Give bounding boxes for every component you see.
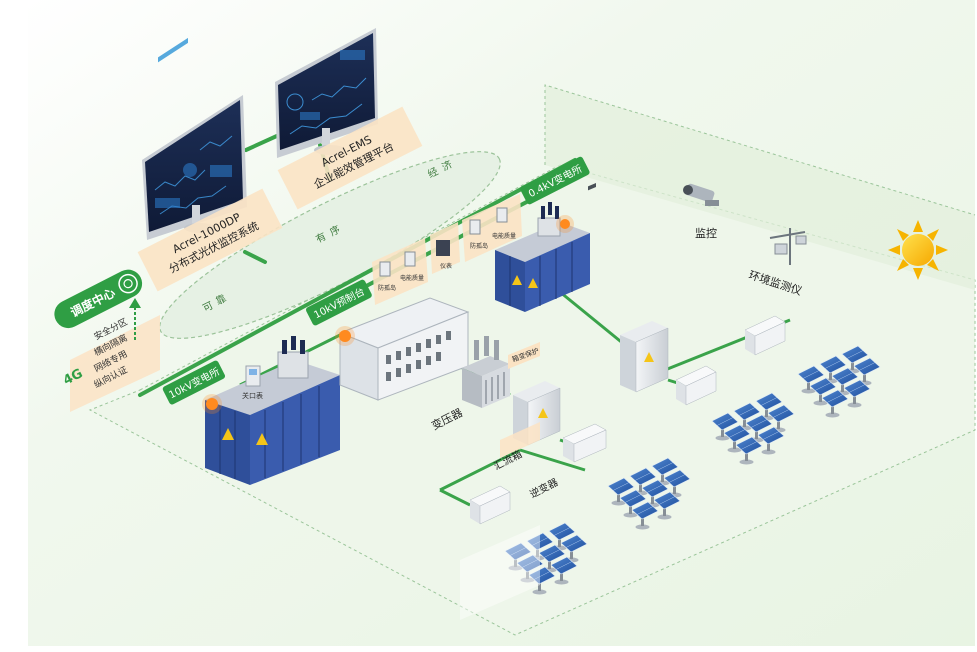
tag-power-quality-1: 电能质量 <box>400 274 424 282</box>
combiner-box-right <box>620 321 669 393</box>
inverter-far-right <box>744 315 786 356</box>
monitor-stand <box>192 205 200 225</box>
solar-panel <box>631 501 659 530</box>
inverter-right-mid <box>675 365 717 406</box>
env-sensor-icon <box>774 243 788 255</box>
monitor-stand <box>322 128 330 148</box>
alarm-light-icon <box>339 330 351 342</box>
transformer: 箱变保护 变压器 <box>429 336 540 433</box>
warning-icon <box>538 408 548 418</box>
tag-antiisland-1: 防孤岛 <box>378 284 396 292</box>
monitoring-wall <box>545 85 975 290</box>
ellipse-label-reliable-1: 可 <box>201 300 215 314</box>
warning-icon <box>256 433 268 445</box>
solar-panel <box>757 426 785 455</box>
warning-icon <box>644 352 654 362</box>
tag-meter: 仪表 <box>440 262 452 270</box>
alarm-light-icon <box>206 398 218 410</box>
camera-icon <box>685 183 715 203</box>
wall-outline <box>544 84 976 216</box>
warning-icon <box>222 428 234 440</box>
camera-device: 监控 <box>683 183 719 240</box>
solar-panel <box>723 424 751 453</box>
antiisland-device-icon <box>379 261 391 277</box>
dispatch-features-box <box>70 315 160 412</box>
warning-icon <box>528 278 538 288</box>
solar-panel <box>550 556 578 585</box>
meter-port-label: 关口表 <box>242 391 263 400</box>
fingerprint-icon <box>118 273 138 294</box>
monitor-screen <box>278 33 375 150</box>
solar-panel <box>653 491 681 520</box>
instrument-icon <box>436 240 450 256</box>
solar-panel <box>619 489 647 518</box>
device-tags: 防孤岛 电能质量 仪表 防孤岛 电能质量 <box>372 194 522 305</box>
reliability-ellipse <box>159 151 501 339</box>
tag-power-quality-2: 电能质量 <box>492 232 516 240</box>
transformer-top-icon <box>537 217 561 237</box>
monitor-ems <box>275 28 378 158</box>
solar-panel <box>797 365 825 394</box>
solar-arrays <box>504 345 881 595</box>
warning-icon <box>512 275 522 285</box>
tag-antiisland-2: 防孤岛 <box>470 242 488 250</box>
solar-panel <box>516 554 544 583</box>
inverter-lower-left <box>469 485 511 525</box>
solar-panel <box>809 377 837 406</box>
sun-icon <box>888 220 948 280</box>
solar-panel <box>735 436 763 465</box>
solar-panel <box>821 389 849 418</box>
foreground-fade <box>460 525 540 620</box>
power-quality-device-icon <box>404 251 416 267</box>
solar-panel <box>755 392 783 421</box>
alarm-light-icon <box>560 219 570 229</box>
solar-panel <box>607 477 635 506</box>
solar-panel <box>528 566 556 595</box>
transformer-top-icon <box>277 351 309 379</box>
solar-panel <box>843 379 871 408</box>
solar-panel <box>504 542 532 571</box>
power-quality-device-icon <box>496 207 508 223</box>
antiisland-device-icon <box>469 219 481 235</box>
solar-panel <box>711 412 739 441</box>
camera-label: 监控 <box>695 226 717 240</box>
